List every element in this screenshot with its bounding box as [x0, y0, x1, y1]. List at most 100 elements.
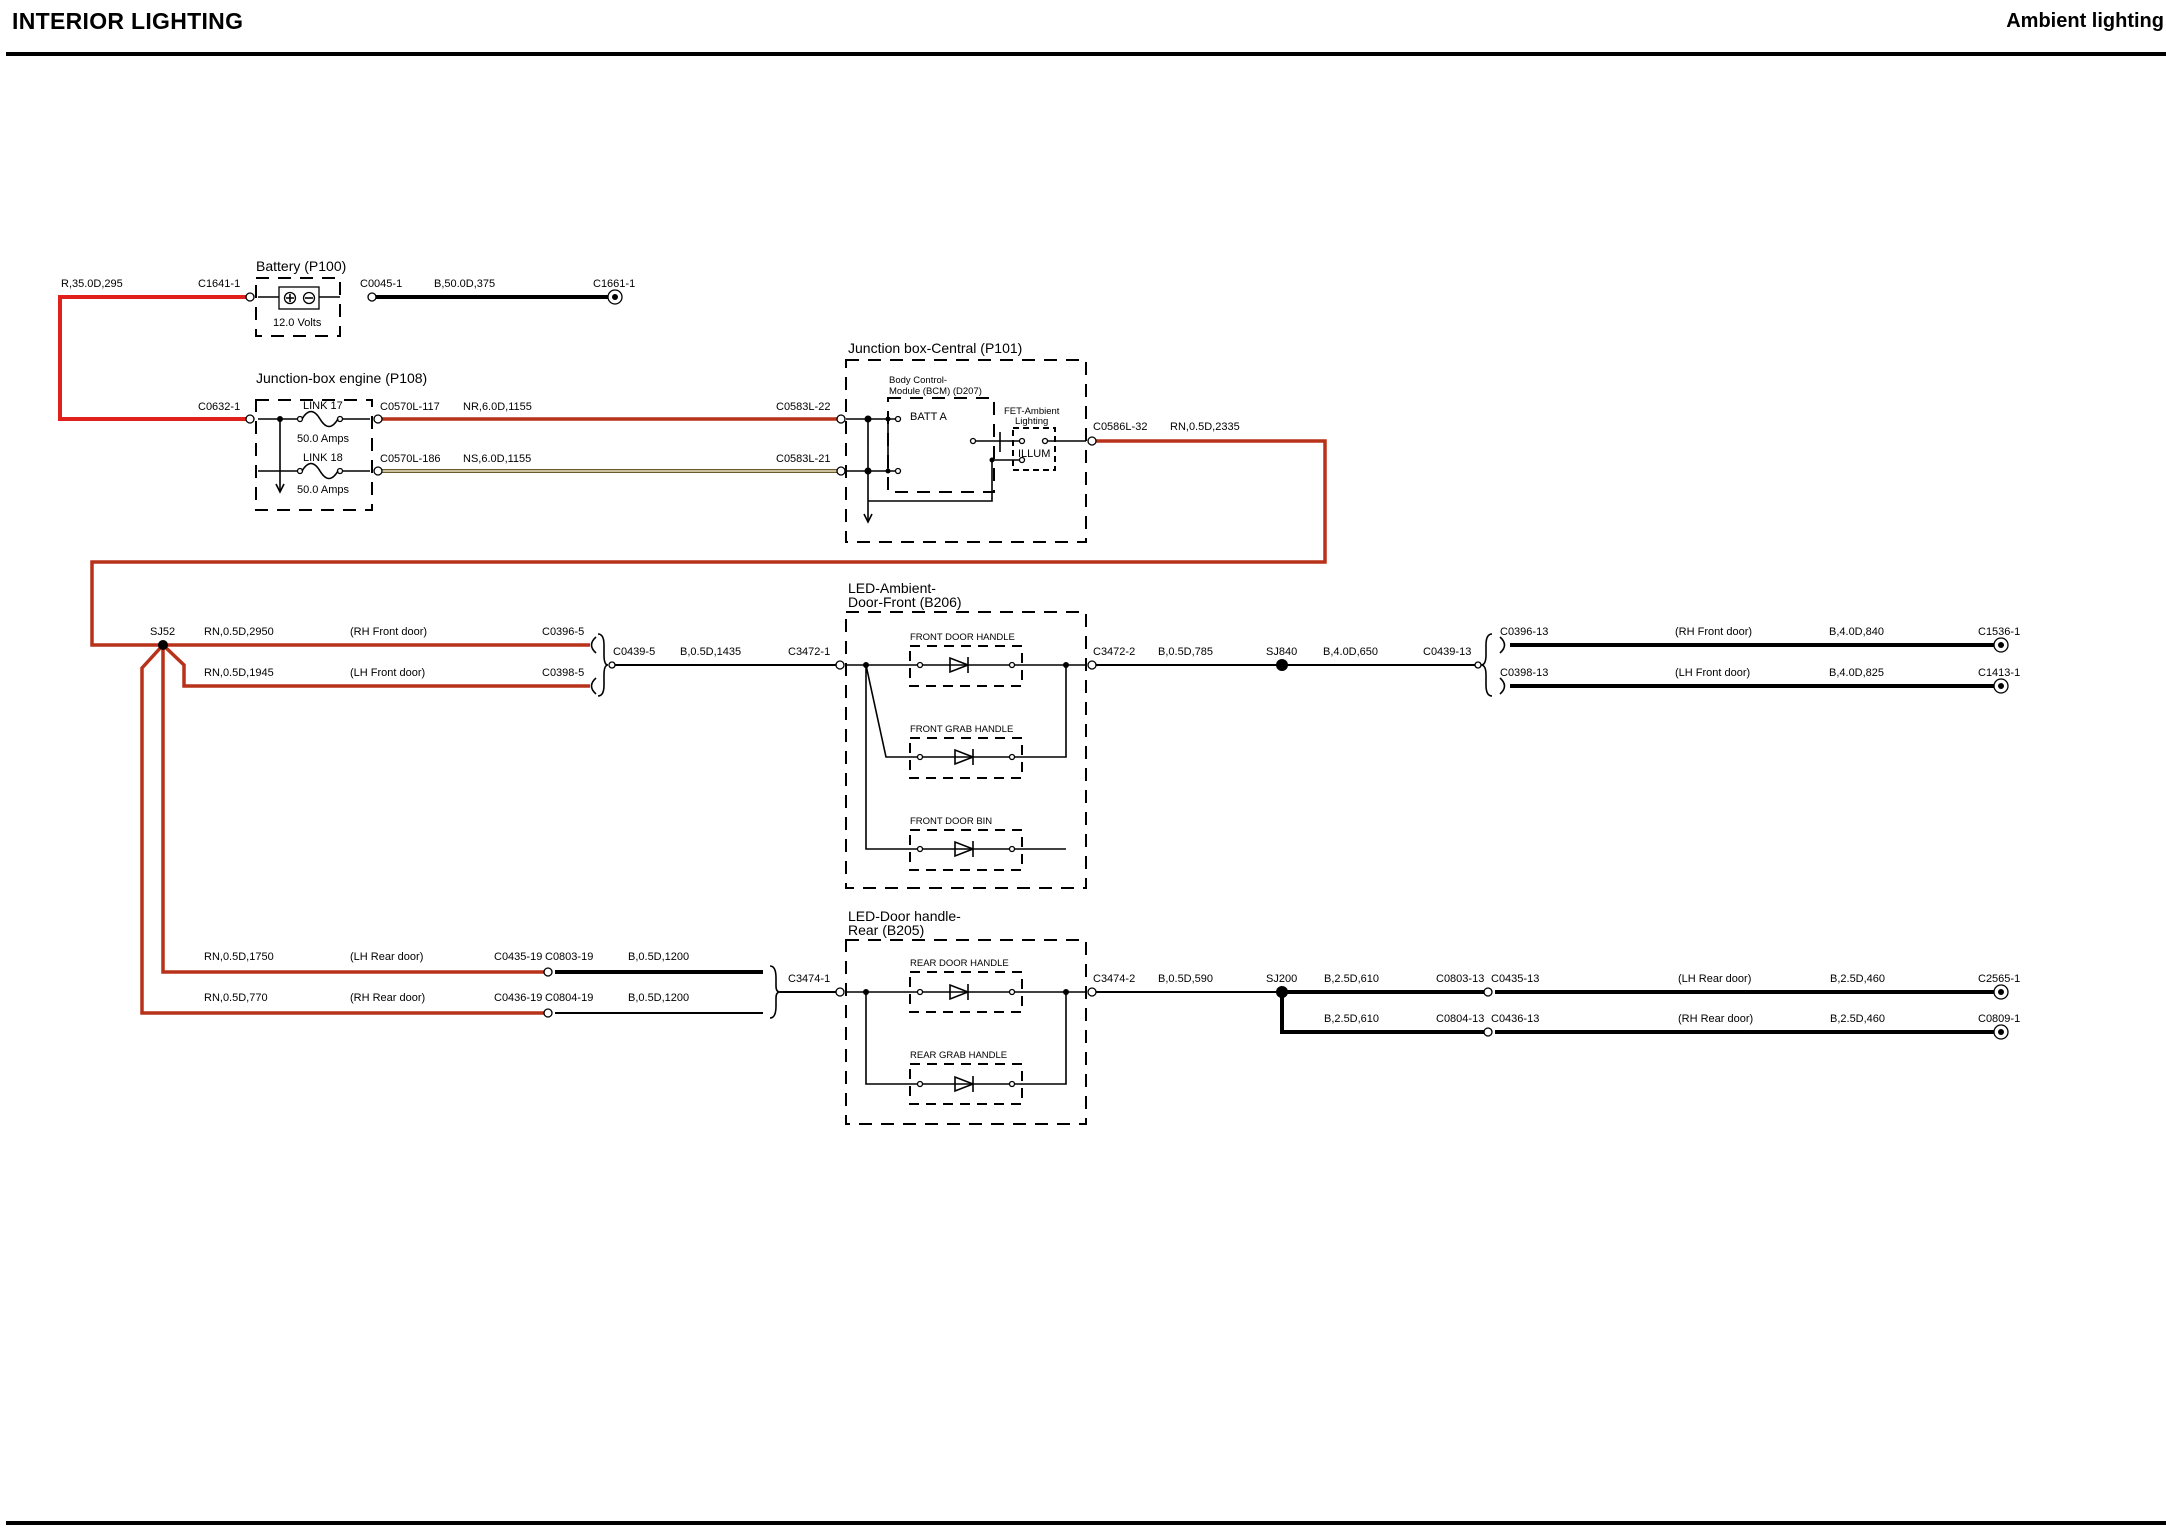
connector-c0804-19: C0804-19: [545, 992, 593, 1004]
wire-label-rn-1750: RN,0.5D,1750: [204, 951, 274, 963]
connector-c0809-1: C0809-1: [1978, 1013, 2020, 1025]
connector-c0570l-186: C0570L-186: [380, 453, 441, 465]
connector-c0439-5: C0439-5: [613, 646, 655, 658]
ground-symbol-c2565: [1993, 984, 2009, 1000]
wire-label-b-50: B,50.0D,375: [434, 278, 495, 290]
connector-c1413-1: C1413-1: [1978, 667, 2020, 679]
ground-symbol-c1661: [607, 289, 623, 305]
led-front-label-1: LED-Ambient-: [848, 580, 936, 596]
connector-c2565-1: C2565-1: [1978, 973, 2020, 985]
battery-rating: 12.0 Volts: [273, 317, 322, 329]
wire-label-rn-1945: RN,0.5D,1945: [204, 667, 274, 679]
connector-c0570l-117: C0570L-117: [380, 401, 440, 413]
connector-c0803-19: C0803-19: [545, 951, 593, 963]
wire-rh-rear-door: [140, 643, 545, 1015]
connector-c1641-1: C1641-1: [198, 278, 240, 290]
wire-label-b-1200-b: B,0.5D,1200: [628, 992, 689, 1004]
illum-label: ILLUM: [1018, 448, 1050, 460]
pin-c0435-19: [543, 967, 553, 977]
connector-c0436-13: C0436-13: [1491, 1013, 1539, 1025]
pin-c0583l-22: [836, 414, 846, 424]
splice-sj840-label: SJ840: [1266, 646, 1297, 658]
connector-c0632-1: C0632-1: [198, 401, 240, 413]
location-rh-rear-left: (RH Rear door): [350, 992, 425, 1004]
header-divider: [6, 52, 2166, 56]
wire-lh-front-door: [161, 643, 590, 688]
location-rh-rear-right: (RH Rear door): [1678, 1013, 1753, 1025]
pin-c3472-1: [835, 660, 845, 670]
pin-c0803-13: [1483, 987, 1493, 997]
connector-c3474-2: C3474-2: [1093, 973, 1135, 985]
link17-label: LINK 17: [303, 400, 343, 412]
led-ambient-door-front: LED-Ambient- Door-Front (B206) FRONT DOO…: [845, 580, 1087, 889]
battery-label: Battery (P100): [256, 258, 346, 274]
pin-c3472-2: [1087, 660, 1097, 670]
wire-label-r-35: R,35.0D,295: [61, 278, 123, 290]
connector-c0396-5: C0396-5: [542, 626, 584, 638]
location-lh-front-right: (LH Front door): [1675, 667, 1750, 679]
wire-sj200-rh-rear: [1280, 992, 1484, 1034]
wire-battery-feed: [58, 295, 252, 421]
wire-label-b-1200-a: B,0.5D,1200: [628, 951, 689, 963]
footer-divider: [6, 1521, 2166, 1525]
wire-label-rn-2950: RN,0.5D,2950: [204, 626, 274, 638]
junction-box-engine: Junction-box engine (P108) LINK 17 50.0 …: [255, 370, 427, 511]
wire-label-b-610-b: B,2.5D,610: [1324, 1013, 1379, 1025]
wire-ambient-output: [90, 439, 1327, 647]
connector-c0045-1: C0045-1: [360, 278, 402, 290]
wire-label-nr-6: NR,6.0D,1155: [463, 401, 532, 413]
jb-central-label: Junction box-Central (P101): [848, 340, 1022, 356]
pin-c0804-13: [1483, 1027, 1493, 1037]
fet-label-1: FET-Ambient: [1004, 406, 1060, 417]
wires: [58, 295, 1998, 1034]
connector-c0435-19: C0435-19: [494, 951, 542, 963]
location-lh-rear-right: (LH Rear door): [1678, 973, 1751, 985]
splice-sj840: [1276, 659, 1288, 671]
link18-rating: 50.0 Amps: [297, 484, 349, 496]
wire-label-rn-770: RN,0.5D,770: [204, 992, 268, 1004]
rear-grab-handle-label: REAR GRAB HANDLE: [910, 1050, 1007, 1061]
splice-sj200-label: SJ200: [1266, 973, 1297, 985]
batt-a-label: BATT A: [910, 411, 948, 423]
connector-c3472-1: C3472-1: [788, 646, 830, 658]
wire-label-b-1435: B,0.5D,1435: [680, 646, 741, 658]
wire-lh-rear-door: [161, 645, 545, 974]
splice-sj200: [1276, 986, 1288, 998]
pin-c0045-1: [367, 292, 377, 302]
wire-label-ns-6: NS,6.0D,1155: [463, 453, 531, 465]
wire-label-b-825: B,4.0D,825: [1829, 667, 1884, 679]
connector-c0398-13: C0398-13: [1500, 667, 1548, 679]
splice-sj52: [158, 640, 168, 650]
led-rear-label-1: LED-Door handle-: [848, 908, 961, 924]
wire-label-b-460-b: B,2.5D,460: [1830, 1013, 1885, 1025]
wire-label-b-460-a: B,2.5D,460: [1830, 973, 1885, 985]
front-grab-handle-label: FRONT GRAB HANDLE: [910, 724, 1013, 735]
pin-c1641-1: [245, 292, 255, 302]
connector-c0398-5: C0398-5: [542, 667, 584, 679]
front-door-handle-label: FRONT DOOR HANDLE: [910, 632, 1015, 643]
connector-c0803-13: C0803-13: [1436, 973, 1484, 985]
bcm-label-2: Module (BCM) (D207): [889, 386, 982, 397]
connector-c0396-13: C0396-13: [1500, 626, 1548, 638]
ground-symbol-c1536: [1993, 637, 2009, 653]
bcm-label-1: Body Control-: [889, 375, 947, 386]
pin-c0586l-32: [1087, 436, 1097, 446]
ground-symbol-c0809: [1993, 1024, 2009, 1040]
splice-sj52-label: SJ52: [150, 626, 175, 638]
pin-c0583l-21: [836, 466, 846, 476]
junction-box-central: Junction box-Central (P101) Body Control…: [845, 340, 1087, 543]
connector-c0586l-32: C0586L-32: [1093, 421, 1147, 433]
pin-c0570l-186: [373, 466, 383, 476]
link17-rating: 50.0 Amps: [297, 433, 349, 445]
connector-c0583l-21: C0583L-21: [776, 453, 830, 465]
jb-engine-label: Junction-box engine (P108): [256, 370, 427, 386]
location-lh-rear-left: (LH Rear door): [350, 951, 423, 963]
wire-label-rn-2335: RN,0.5D,2335: [1170, 421, 1240, 433]
location-lh-front-left: (LH Front door): [350, 667, 425, 679]
wire-label-b-840: B,4.0D,840: [1829, 626, 1884, 638]
page-title: INTERIOR LIGHTING: [12, 8, 244, 34]
location-rh-front-right: (RH Front door): [1675, 626, 1752, 638]
fet-label-2: Lighting: [1015, 416, 1048, 427]
connector-c0436-19: C0436-19: [494, 992, 542, 1004]
